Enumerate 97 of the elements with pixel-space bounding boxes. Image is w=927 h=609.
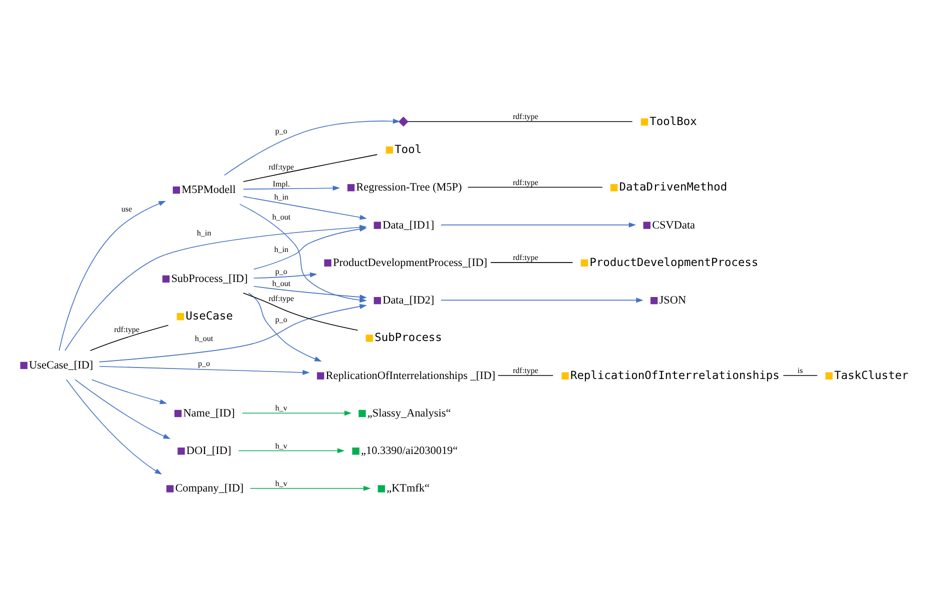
edge-label: p_o [275,266,288,276]
edge-label: h_v [275,440,288,450]
node-label: ProductDevelopmentProcess [590,255,758,268]
node-box [374,221,382,228]
node-box [825,372,833,379]
edge-label: rdf:type [512,177,538,186]
edge-label: is [798,366,803,375]
node-label: UseCase_[ID] [29,358,94,371]
arrow [440,222,636,227]
node-label: JSON [659,294,686,306]
node-label: CSVData [652,218,696,231]
node-box [352,447,360,454]
node-diamond [398,116,408,126]
arrow [98,304,367,362]
node-box [347,184,355,191]
node-box [366,334,373,342]
node-label: ProductDevelopmentProcess_[ID] [332,256,488,268]
node-box [374,296,382,304]
node-label: Data_[ID1] [382,218,434,231]
node-label: Name_[ID] [183,406,235,419]
edge-label: p_o [275,314,288,324]
edge-label: p_o [198,358,210,368]
edge-label: rdf:type [512,112,538,121]
node-label: ReplicationOfInterrelationships [570,368,780,382]
node-label: Tool [394,142,422,156]
edge-label: h_out [194,334,214,343]
edge-label: h_in [196,228,212,237]
edge-label: h_out [272,278,290,288]
edge-label: p_o [275,126,288,136]
node-box [650,296,658,304]
edge-label: h_v [275,403,288,412]
edge-label: rdf:type [268,162,294,172]
edge-label: h_in [274,192,288,201]
arrow [243,185,340,190]
connector [242,154,378,182]
node-label: UseCase [186,309,233,322]
node-box [324,258,332,266]
node-box [178,447,185,454]
arrow [66,378,162,474]
edge-label: rdf:type [512,366,538,375]
node-box [580,258,588,266]
node-box [162,274,170,282]
node-box [640,118,648,126]
node-box [610,184,618,191]
node-box [172,186,180,194]
node-box [358,409,366,417]
arrow [99,365,310,374]
node-label: DOI_[ID] [186,444,232,457]
node-label: M5PModell [182,184,236,196]
edge-label: rdf:type [114,324,140,334]
arrow [224,118,400,176]
connector [408,120,633,122]
node-label: SubProcess_[ID] [171,272,248,284]
arrow [243,196,367,220]
node-box [174,409,182,417]
edge-label: h_v [275,478,288,488]
node-label: Company_[ID] [175,482,244,494]
node-box [166,484,174,492]
node-label: SubProcess [374,330,442,344]
connector [90,324,169,350]
connector [498,374,554,376]
node-box [316,372,324,379]
edge-label: h_in [274,244,288,254]
node-box [643,221,650,228]
connector [782,374,818,376]
arrow [58,200,166,350]
node-label: TaskCluster [834,368,908,382]
node-label: „10.3390/ai2030019“ [361,444,458,457]
arrow [440,297,644,302]
node-label: DataDrivenMethod [619,180,728,194]
arrow [248,292,322,361]
edge-label: rdf:type [268,293,294,302]
node-box [20,361,28,369]
edge-label: rdf:type [512,252,538,262]
node-label: Regression-Tree (M5P) [356,181,462,194]
arrow [238,448,345,453]
arrow [242,410,352,416]
node-box [386,146,394,154]
node-label: ToolBox [650,114,697,128]
node-box [378,484,386,492]
arrow [74,378,171,439]
node-label: Data_[ID2] [382,294,434,306]
arrow [91,378,168,404]
arrow [253,272,318,278]
arrow [253,285,367,300]
edge-label: Impl. [272,178,290,188]
connector [242,292,358,330]
connector [468,186,603,188]
node-box [176,312,184,320]
node-label: ReplicationOfInterrelationships _[ID] [326,369,496,382]
edge-label: use [121,204,132,213]
node-label: „KTmfk“ [386,482,430,494]
edge-label: h_out [272,212,290,221]
arrow [250,485,371,490]
node-box [562,372,569,379]
node-label: „Slassy_Analysis“ [367,406,451,419]
arrow [253,226,367,270]
